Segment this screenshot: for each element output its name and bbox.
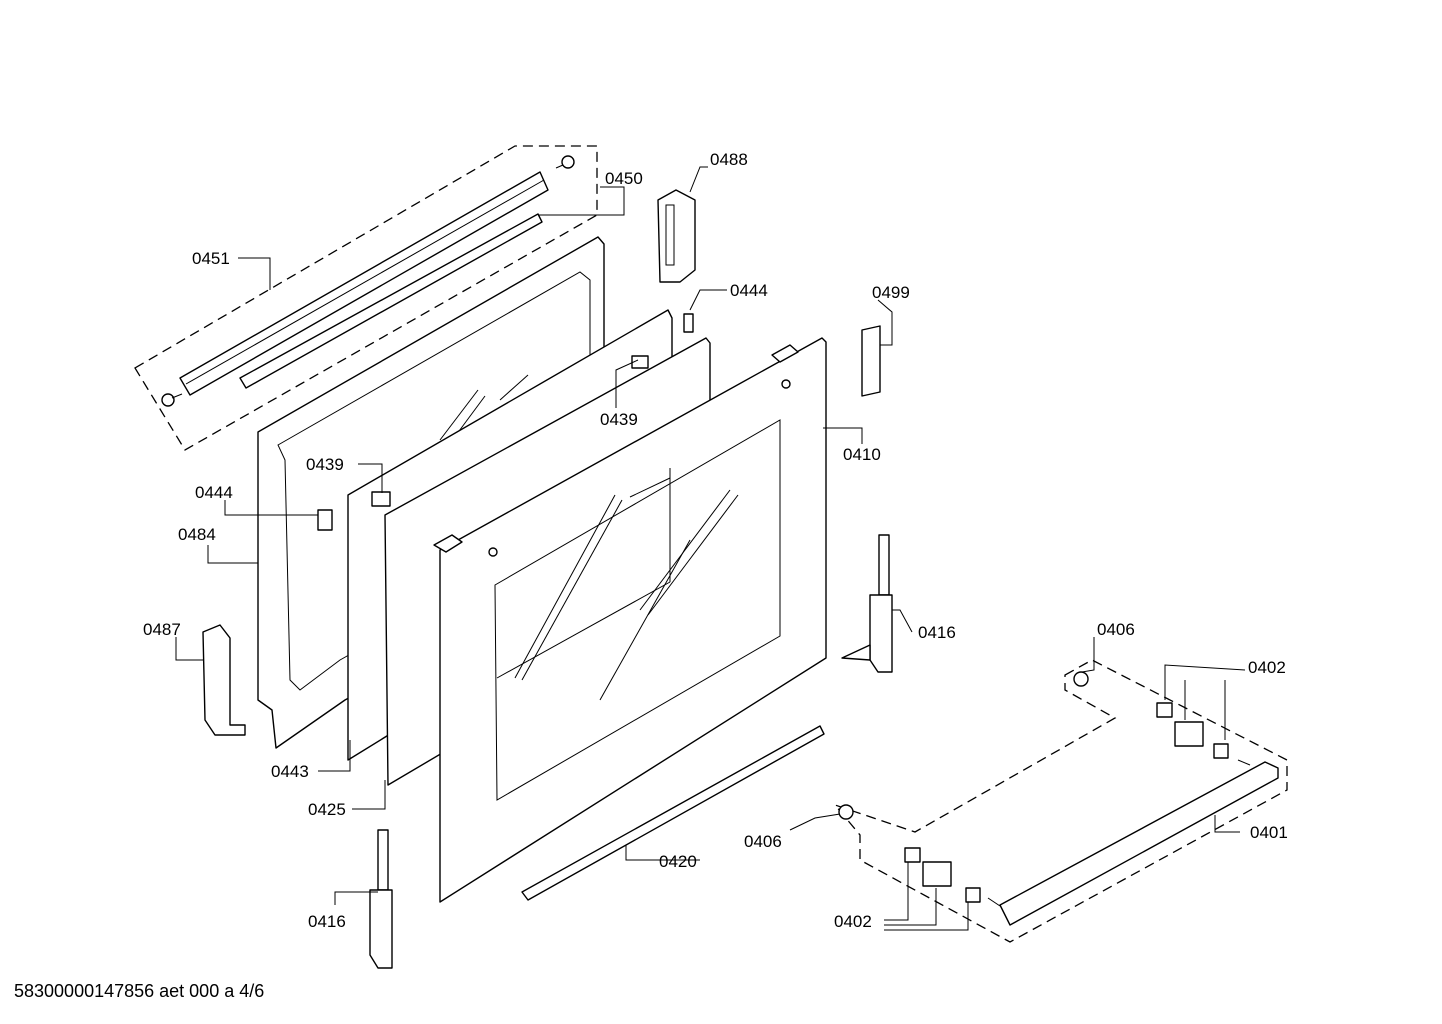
callout-0439-upper: 0439 <box>600 410 638 429</box>
clips <box>317 313 694 531</box>
callout-labels: 0450 0488 0451 0444 0499 0439 0410 0439 … <box>143 150 1288 931</box>
callout-0450: 0450 <box>605 169 643 188</box>
hinge-left <box>369 829 393 969</box>
callout-0488: 0488 <box>710 150 748 169</box>
callout-0402-lower: 0402 <box>834 912 872 931</box>
callout-0406-upper: 0406 <box>1097 620 1135 639</box>
callout-0487: 0487 <box>143 620 181 639</box>
hinge-right <box>841 534 893 673</box>
callout-0439-lower: 0439 <box>306 455 344 474</box>
leader-lines <box>175 166 1246 931</box>
document-code: 58300000147856 aet 000 a 4/6 <box>14 981 265 1001</box>
side-cover-left <box>202 624 246 736</box>
callout-0499: 0499 <box>872 283 910 302</box>
callout-0401: 0401 <box>1250 823 1288 842</box>
callout-0416-left: 0416 <box>308 912 346 931</box>
callout-0420: 0420 <box>659 852 697 871</box>
handle-group <box>833 659 1288 943</box>
callout-0406-lower: 0406 <box>744 832 782 851</box>
callout-0402-upper: 0402 <box>1248 658 1286 677</box>
callout-0416-right: 0416 <box>918 623 956 642</box>
bottom-seal-strip <box>521 725 825 901</box>
callout-0425: 0425 <box>308 800 346 819</box>
callout-0443: 0443 <box>271 762 309 781</box>
callout-0410: 0410 <box>843 445 881 464</box>
callout-0484: 0484 <box>178 525 216 544</box>
top-trim-group <box>134 145 598 451</box>
callout-0444-lower: 0444 <box>195 483 233 502</box>
callout-0451: 0451 <box>192 249 230 268</box>
callout-0444-upper: 0444 <box>730 281 768 300</box>
outer-door-glass <box>433 337 827 903</box>
side-cover-right <box>657 189 696 283</box>
rating-label <box>861 325 881 397</box>
